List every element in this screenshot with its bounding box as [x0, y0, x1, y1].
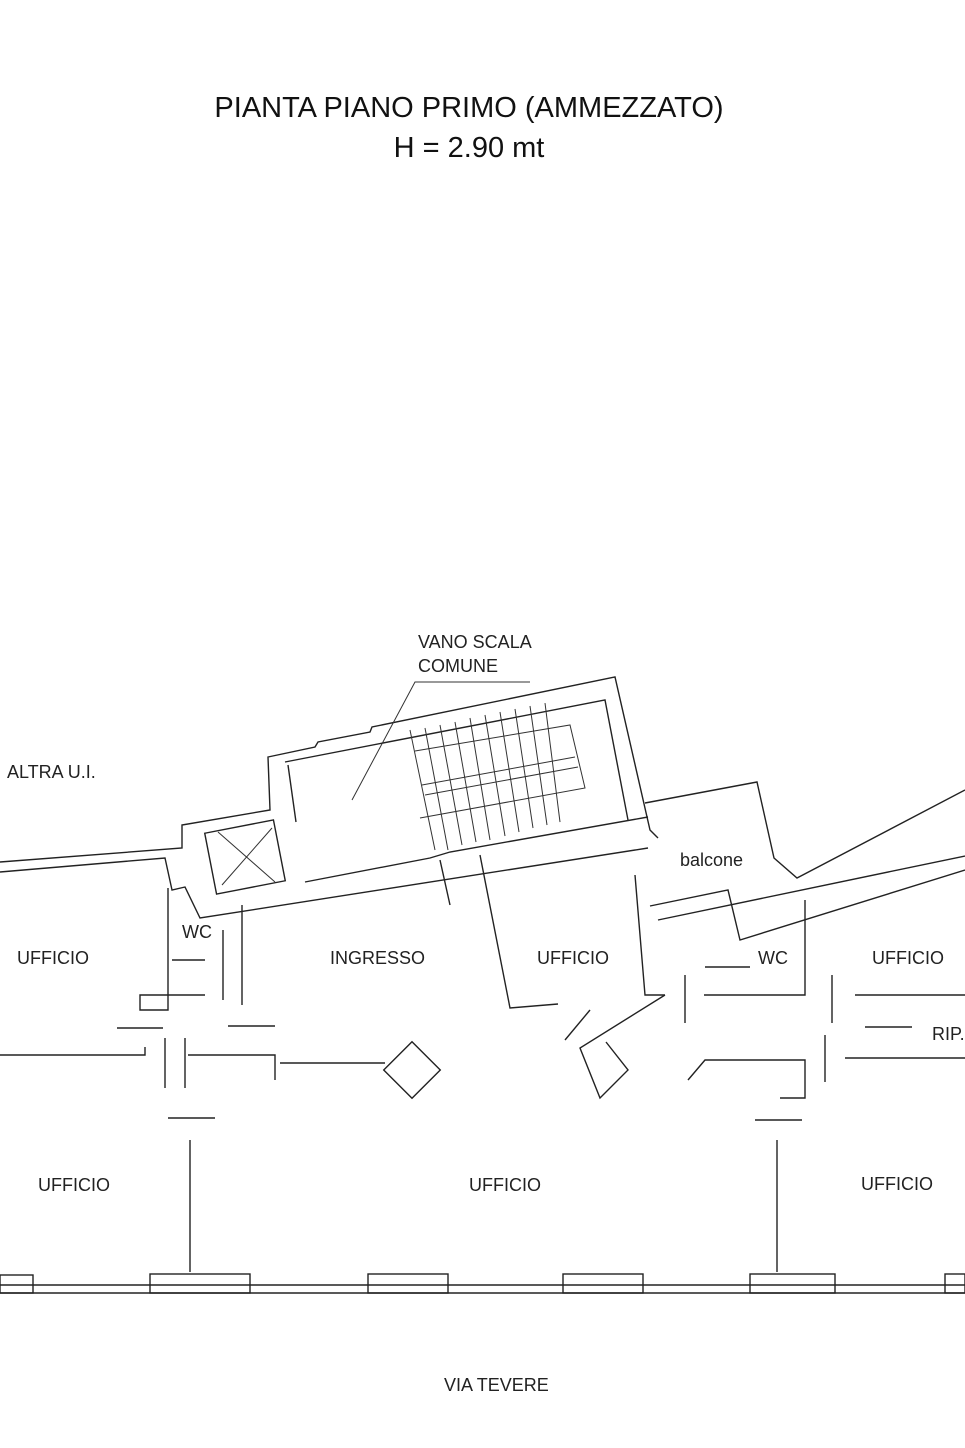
room-ufficio: UFFICIO — [469, 1175, 541, 1195]
room-wc: WC — [758, 948, 788, 968]
room-ufficio: UFFICIO — [537, 948, 609, 968]
room-ufficio: UFFICIO — [872, 948, 944, 968]
label-vano-scala: VANO SCALA — [418, 632, 532, 652]
street-label: VIA TEVERE — [444, 1375, 549, 1395]
facade-wall — [0, 1273, 965, 1294]
label-balcone: balcone — [680, 850, 743, 870]
room-wc: WC — [182, 922, 212, 942]
leader-line — [351, 681, 530, 801]
stairwell — [0, 676, 659, 919]
room-ufficio: UFFICIO — [861, 1174, 933, 1194]
room-ingresso: INGRESSO — [330, 948, 425, 968]
room-ripostiglio: RIP. — [932, 1024, 965, 1044]
plan-title: PIANTA PIANO PRIMO (AMMEZZATO) — [214, 92, 724, 124]
balcony — [644, 781, 965, 941]
label-altra-ui: ALTRA U.I. — [7, 762, 96, 782]
plan-height: H = 2.90 mt — [393, 132, 545, 164]
label-comune: COMUNE — [418, 656, 498, 676]
internal-walls — [0, 854, 965, 1272]
room-ufficio: UFFICIO — [38, 1175, 110, 1195]
room-ufficio: UFFICIO — [17, 948, 89, 968]
stair-steps — [409, 702, 586, 851]
